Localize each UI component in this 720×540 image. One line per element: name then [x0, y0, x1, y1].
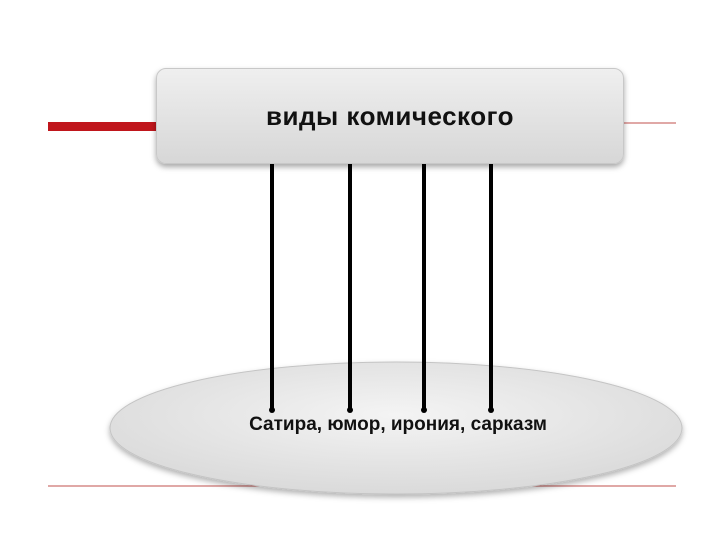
- bottom-node-ellipse: [109, 361, 683, 495]
- connector-dot-1: [269, 407, 275, 413]
- connector-group: [269, 162, 494, 413]
- bottom-node-label: Сатира, юмор, ирония, сарказм: [249, 414, 547, 435]
- top-node-box: виды комического: [156, 68, 624, 164]
- connector-dot-4: [488, 407, 494, 413]
- connector-dot-3: [421, 407, 427, 413]
- connector-dot-2: [347, 407, 353, 413]
- top-node-label: виды комического: [266, 100, 514, 131]
- accent-bar-red: [48, 122, 160, 131]
